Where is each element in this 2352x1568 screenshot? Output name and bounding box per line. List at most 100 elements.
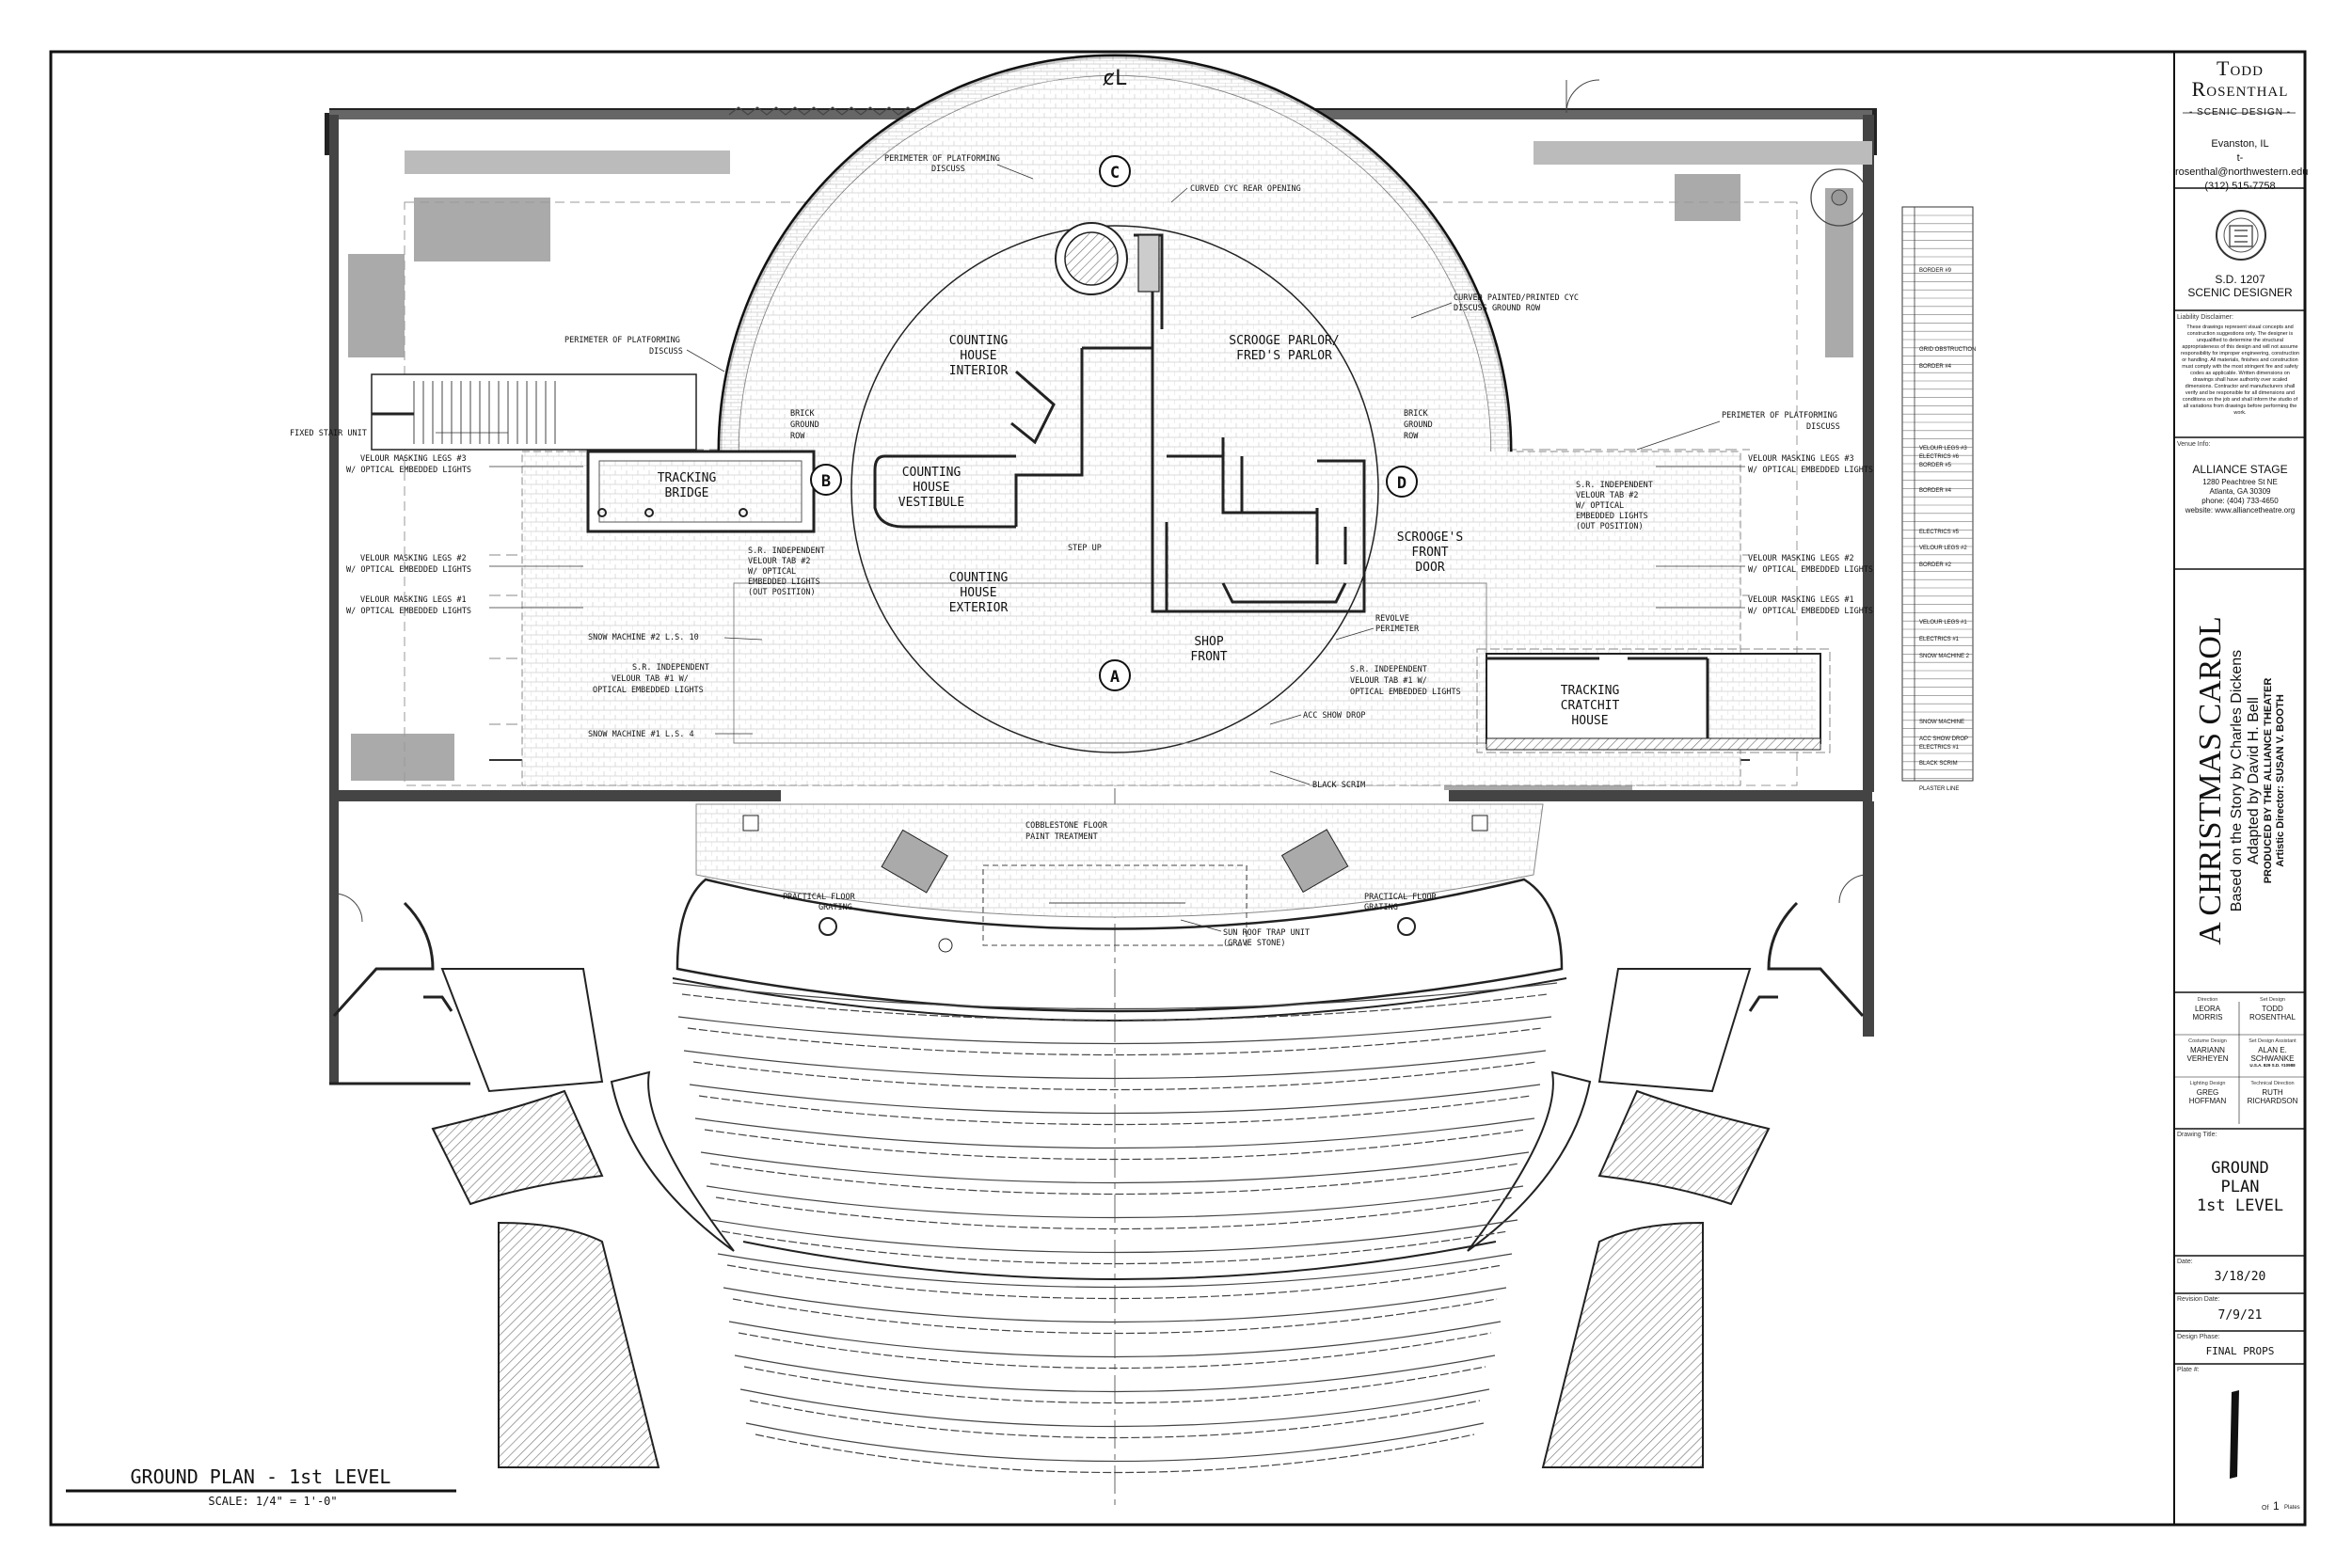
drawing-title: GROUND PLAN 1st LEVEL <box>2196 1159 2284 1215</box>
seat-row <box>706 1185 1524 1219</box>
marker-a <box>1099 659 1131 691</box>
svg-text:OPTICAL EMBEDDED LIGHTS: OPTICAL EMBEDDED LIGHTS <box>593 686 704 695</box>
room-shop-front: SHOP FRONT <box>1190 635 1227 664</box>
venue-name: ALLIANCE STAGE <box>2192 463 2288 476</box>
svg-text:BORDER #5: BORDER #5 <box>1919 463 1952 468</box>
seat-row <box>694 1117 1535 1149</box>
svg-text:SCROOGE PARLOR/: SCROOGE PARLOR/ <box>1229 334 1339 348</box>
seat-row <box>677 1016 1552 1045</box>
svg-text:BORDER #9: BORDER #9 <box>1919 268 1952 274</box>
note-black-scrim: BLACK SCRIM <box>1312 781 1365 790</box>
set-structure <box>873 222 1366 613</box>
plate-plates: Plates <box>2284 1505 2300 1511</box>
seat-row <box>683 1050 1547 1080</box>
svg-text:GRATING: GRATING <box>1364 903 1398 912</box>
note-sr-tab1-right: S.R. INDEPENDENT <box>1350 665 1427 674</box>
note-acc-show-drop: ACC SHOW DROP <box>1303 711 1366 721</box>
platforming <box>521 54 1741 786</box>
revision-label: Revision Date: <box>2177 1296 2220 1303</box>
note-step-up: STEP UP <box>1068 544 1102 553</box>
union-info: S.D. 1207 SCENIC DESIGNER <box>2175 273 2305 299</box>
plate-number-mark <box>2230 1390 2239 1479</box>
room-counting-house-exterior: COUNTING HOUSE EXTERIOR <box>949 571 1009 615</box>
room-counting-house-interior: COUNTING HOUSE INTERIOR <box>949 334 1009 378</box>
svg-text:BORDER #4: BORDER #4 <box>1919 488 1952 494</box>
note-velour-right-3: VELOUR MASKING LEGS #3 <box>1748 454 1854 464</box>
note-fixed-stair: FIXED STAIR UNIT <box>290 429 367 438</box>
svg-text:DISCUSS: DISCUSS <box>649 347 683 356</box>
apron <box>695 803 1544 953</box>
marker-b <box>810 464 842 496</box>
marker-c <box>1099 155 1131 187</box>
designer-contact: Evanston, IL t-rosenthal@northwestern.ed… <box>2175 137 2309 194</box>
plate-total: 1 <box>2273 1499 2280 1513</box>
svg-text:EMBEDDED LIGHTS: EMBEDDED LIGHTS <box>1576 512 1648 521</box>
note-perimeter-left: PERIMETER OF PLATFORMING <box>564 336 680 345</box>
marker-b-label: B <box>821 472 831 491</box>
design-phase: FINAL PROPS <box>2205 1345 2275 1357</box>
svg-text:VELOUR TAB #2: VELOUR TAB #2 <box>748 557 811 566</box>
designer-name: Todd Rosenthal <box>2175 58 2305 100</box>
union-seal <box>2216 210 2266 261</box>
marker-c-label: C <box>1110 164 1120 182</box>
note-revolve: REVOLVE <box>1375 614 1409 624</box>
svg-text:DOOR: DOOR <box>1415 561 1444 575</box>
room-tracking-bridge: TRACKING BRIDGE <box>658 471 717 500</box>
note-practical-right: PRACTICAL FLOOR <box>1364 893 1438 902</box>
plan-notes: PERIMETER OF PLATFORMING DISCUSS CURVED … <box>290 154 1873 948</box>
show-artistic-director: Artistic Director: SUSAN V. BOOTH <box>2275 694 2286 867</box>
svg-text:PAINT TREATMENT: PAINT TREATMENT <box>1025 832 1098 842</box>
seat-row <box>745 1422 1485 1463</box>
designer-phone: (312) 515-7758 <box>2204 181 2276 192</box>
seat-row-chairs <box>681 993 1549 1022</box>
tracking-bridge <box>371 373 816 533</box>
seat-row <box>723 1287 1507 1323</box>
seat-row <box>728 1321 1502 1358</box>
plate-label: Plate #: <box>2177 1367 2200 1373</box>
room-scrooges-front-door: SCROOGE'S FRONT DOOR <box>1397 531 1463 575</box>
note-practical-left: PRACTICAL FLOOR <box>783 893 856 902</box>
room-tracking-cratchit: TRACKING CRATCHIT HOUSE <box>1561 684 1620 728</box>
svg-text:GRATING: GRATING <box>818 903 852 912</box>
note-sr-tab1-left: S.R. INDEPENDENT <box>632 663 709 673</box>
seat-row-chairs <box>687 1027 1543 1056</box>
note-cobblestone: COBBLESTONE FLOOR <box>1025 821 1108 831</box>
designer-email: t-rosenthal@northwestern.edu <box>2175 152 2309 178</box>
sheet-border <box>49 50 2307 1527</box>
seat-row-chairs <box>726 1264 1503 1300</box>
svg-text:W/ OPTICAL EMBEDDED LIGHTS: W/ OPTICAL EMBEDDED LIGHTS <box>346 607 471 616</box>
show-producer: PRODUCED BY THE ALLIANCE THEATER <box>2263 677 2274 884</box>
svg-text:ELECTRICS #1: ELECTRICS #1 <box>1919 745 1960 751</box>
svg-text:GRID OBSTRUCTION: GRID OBSTRUCTION <box>1919 347 1976 353</box>
note-sr-tab2-left: S.R. INDEPENDENT <box>748 546 825 556</box>
liability-label: Liability Disclaimer: <box>2177 314 2233 321</box>
phase-label: Design Phase: <box>2177 1334 2220 1340</box>
plan-labels: ȼL C B D A COUNTING HOUSE INTERIOR SCROO… <box>290 67 1873 948</box>
seat-row <box>711 1219 1518 1254</box>
seat-row-chairs <box>692 1061 1537 1091</box>
venue-phone: phone: (404) 733-4650 <box>2201 497 2279 505</box>
seat-row <box>700 1151 1530 1184</box>
show-adapter: Adapted by David H. Bell <box>2246 697 2262 864</box>
drawing-date: 3/18/20 <box>2214 1270 2266 1284</box>
svg-text:INTERIOR: INTERIOR <box>949 364 1009 378</box>
seat-row-chairs <box>743 1366 1486 1404</box>
svg-text:COUNTING: COUNTING <box>949 334 1009 348</box>
seat-row-chairs <box>749 1400 1481 1439</box>
svg-text:PLASTER LINE: PLASTER LINE <box>1919 786 1959 792</box>
note-perimeter-right: PERIMETER OF PLATFORMING <box>1722 411 1837 420</box>
marker-d-label: D <box>1397 474 1406 493</box>
show-title: A CHRISTMAS CAROL <box>2193 616 2228 945</box>
date-label: Date: <box>2177 1259 2193 1265</box>
leader-lines <box>436 164 1745 932</box>
note-perimeter-top: PERIMETER OF PLATFORMING <box>884 154 1000 164</box>
svg-text:GROUND: GROUND <box>790 420 819 430</box>
svg-text:W/ OPTICAL EMBEDDED LIGHTS: W/ OPTICAL EMBEDDED LIGHTS <box>1748 466 1873 475</box>
svg-text:W/ OPTICAL: W/ OPTICAL <box>1576 501 1624 511</box>
svg-text:HOUSE: HOUSE <box>1571 714 1608 728</box>
lineset-schedule: BORDER #9 GRID OBSTRUCTION BORDER #4 VEL… <box>1901 206 1976 792</box>
note-snow-1: SNOW MACHINE #1 L.S. 4 <box>588 730 694 739</box>
seat-row <box>739 1388 1490 1428</box>
svg-text:BLACK SCRIM: BLACK SCRIM <box>1919 761 1958 767</box>
svg-text:ROW: ROW <box>790 432 805 441</box>
